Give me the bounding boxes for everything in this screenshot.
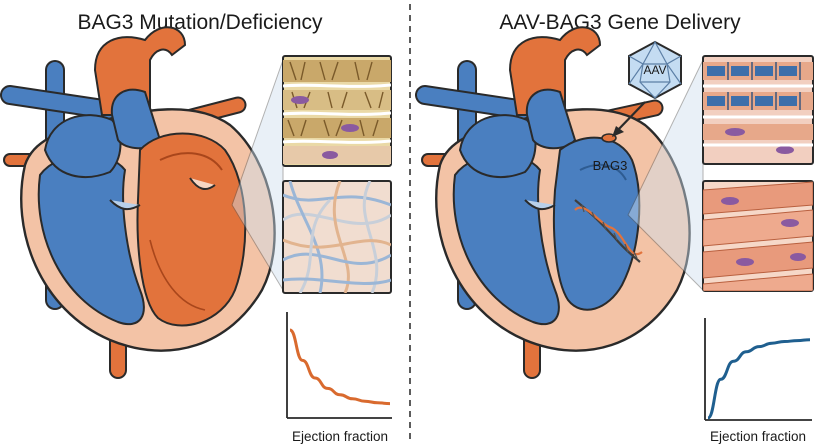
dna-helix-icon bbox=[574, 199, 643, 263]
injection-arrow bbox=[612, 101, 646, 137]
left-inset-fibrosis bbox=[282, 180, 392, 294]
right-ejection-chart: Ejection fraction bbox=[704, 318, 812, 444]
left-right-atrium bbox=[43, 114, 122, 178]
left-ejection-chart: Ejection fraction bbox=[286, 312, 392, 444]
right-panel-title: AAV-BAG3 Gene Delivery bbox=[499, 11, 741, 34]
bag3-gene-label: BAG3 bbox=[593, 158, 628, 173]
left-ejection-curve bbox=[289, 328, 391, 406]
right-heart bbox=[415, 26, 691, 379]
left-panel-title: BAG3 Mutation/Deficiency bbox=[77, 11, 323, 34]
aav-label: AAV bbox=[643, 63, 666, 77]
right-restored-ventricle bbox=[552, 136, 641, 311]
left-chart-label: Ejection fraction bbox=[292, 429, 388, 444]
left-inset-sarcomere bbox=[282, 55, 392, 167]
icosahedron-icon: AAV bbox=[628, 40, 682, 100]
right-chart-label: Ejection fraction bbox=[710, 429, 806, 444]
right-inset-myocytes bbox=[702, 180, 814, 292]
left-heart bbox=[0, 26, 276, 379]
left-zoom-wedge bbox=[231, 59, 284, 292]
right-aorta bbox=[508, 26, 602, 116]
right-ejection-curve bbox=[706, 338, 811, 420]
right-inset-sarcomere bbox=[702, 55, 814, 165]
right-zoom-wedge bbox=[627, 59, 704, 292]
right-right-atrium bbox=[458, 114, 537, 178]
left-dilated-ventricle bbox=[136, 132, 247, 327]
left-aorta bbox=[93, 26, 187, 116]
right-pulmonary-trunk bbox=[525, 88, 577, 150]
